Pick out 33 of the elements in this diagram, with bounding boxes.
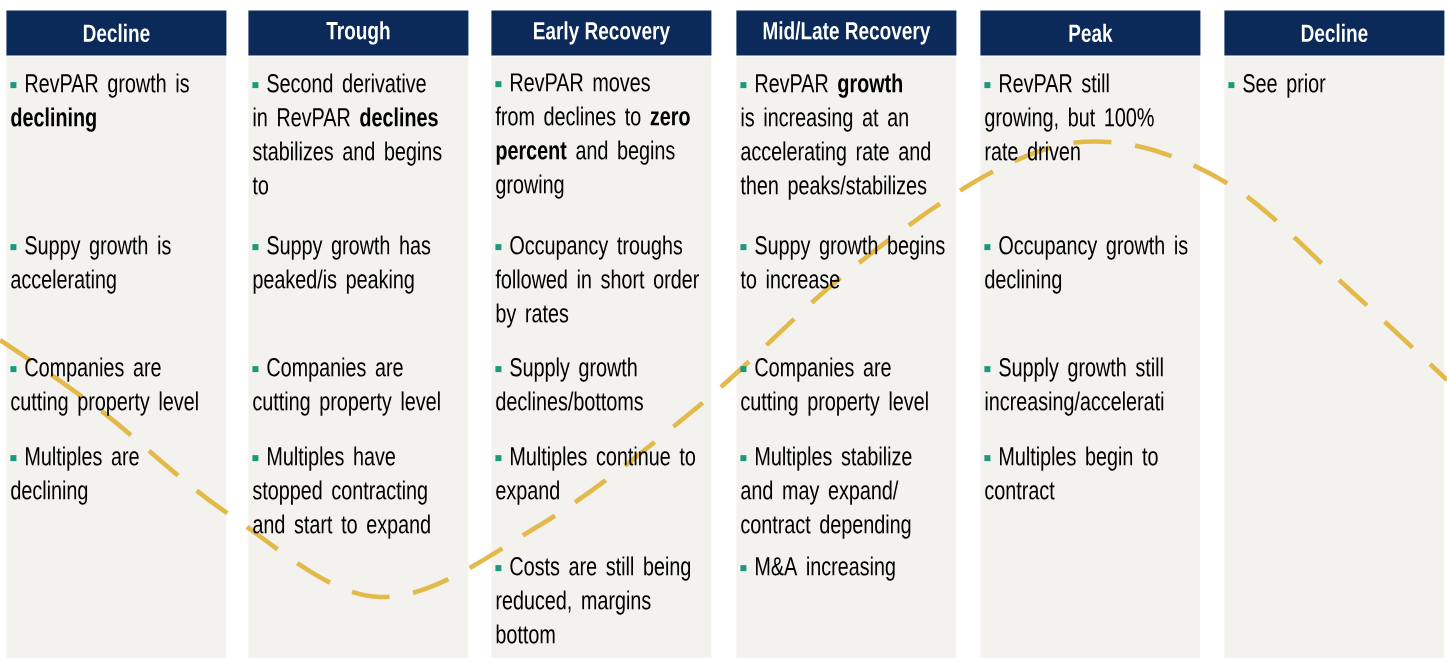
column-panel (736, 56, 957, 658)
bullet-point: Second derivative in RevPAR declines stabilizes and begins to (252, 73, 442, 195)
bullet-point: RevPAR moves from declines to zero percent and begins growing (495, 73, 690, 199)
column-header: Decline (1224, 10, 1445, 56)
bullet-point: Multiples have stopped contracting and start to expand (252, 446, 430, 539)
column-header: Peak (980, 10, 1201, 56)
column-header: Mid/Late Recovery (736, 10, 957, 56)
bullet-point: Multiples are declining (10, 446, 139, 505)
bullet-point: RevPAR growth is increasing at an accelerating rate and then peaks/stabilizes (740, 73, 930, 200)
bullet-point: Multiples stabilize and may expand/ contract depending (740, 446, 912, 539)
column-panel (248, 56, 469, 658)
column-header: Decline (6, 10, 227, 56)
bullet-point: Suppy growth is accelerating (10, 235, 171, 294)
column-panel (6, 56, 227, 658)
bullet-point: See prior (1228, 73, 1326, 98)
bullet-point: Multiples begin to contract (984, 446, 1158, 500)
bullet-point: Companies are cutting property level (10, 357, 198, 416)
bullet-point: Companies are cutting property level (252, 357, 440, 416)
bullet-point: Supply growth declines/bottoms (495, 357, 643, 411)
bullet-point: Occupancy troughs followed in short order by rates (495, 235, 699, 328)
column-panel (491, 56, 712, 658)
bullet-point: M&A increasing (740, 556, 895, 581)
bullet-point: Companies are cutting property level (740, 357, 928, 416)
bullet-point: RevPAR growth is declining (10, 73, 189, 132)
column-header: Trough (248, 10, 469, 56)
column-panel (980, 56, 1201, 658)
bullet-point: Supply growth still increasing/accelerati (984, 357, 1164, 416)
bullet-point: Costs are still being reduced, margins bottom (495, 556, 691, 644)
bullet-point: Suppy growth has peaked/is peaking (252, 235, 431, 294)
bullet-point: Occupancy growth is declining (984, 235, 1188, 294)
column-panel (1224, 56, 1445, 658)
bullet-point: Suppy growth begins to increase (740, 235, 945, 289)
column-header: Early Recovery (491, 10, 712, 56)
